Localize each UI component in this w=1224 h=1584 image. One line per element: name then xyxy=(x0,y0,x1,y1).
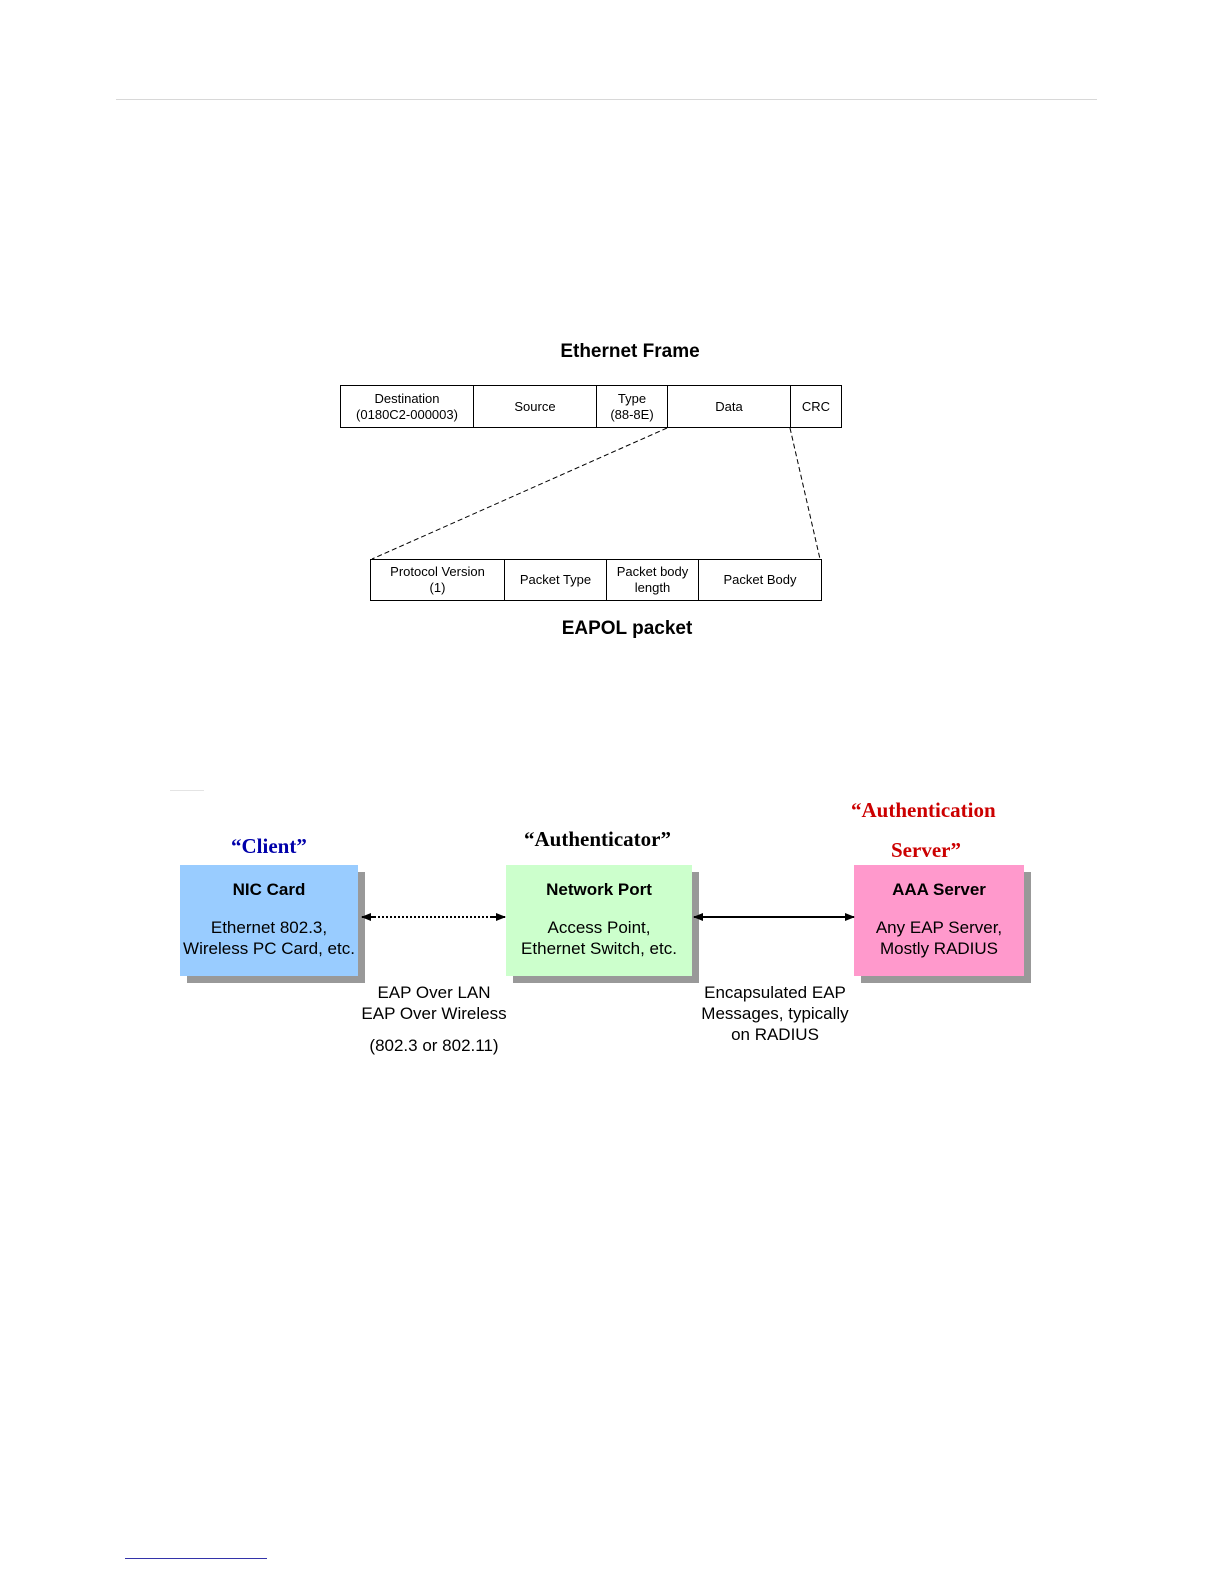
role-client: “Client” xyxy=(231,834,307,858)
eapol-field-protocol-version: Protocol Version (1) xyxy=(371,560,505,600)
role-authentication-server-line2: Server” xyxy=(891,838,961,862)
aaa-server-node: AAA Server Any EAP Server, Mostly RADIUS xyxy=(854,865,1024,976)
aaa-server-title: AAA Server xyxy=(892,880,986,899)
frame-field-destination: Destination (0180C2-000003) xyxy=(341,386,474,427)
radius-link-caption: Encapsulated EAP Messages, typically on … xyxy=(701,983,849,1044)
eapol-packet-title: EAPOL packet xyxy=(561,618,693,639)
footnote-rule xyxy=(125,1558,267,1559)
eapol-link-caption: EAP Over LAN EAP Over Wireless xyxy=(361,983,507,1023)
network-port-desc: Access Point, Ethernet Switch, etc. xyxy=(521,918,677,958)
nic-card-desc: Ethernet 802.3, Wireless PC Card, etc. xyxy=(183,918,355,958)
role-authentication-server-line1: “Authentication xyxy=(851,798,996,822)
frame-field-source: Source xyxy=(474,386,597,427)
eapol-field-packet-body: Packet Body xyxy=(723,572,797,587)
frame-field-crc: CRC xyxy=(801,398,831,414)
divider-mark xyxy=(170,790,204,791)
ethernet-frame-title: Ethernet Frame xyxy=(560,341,700,362)
nic-card-title: NIC Card xyxy=(232,880,306,899)
role-authenticator: “Authenticator” xyxy=(524,827,671,851)
ethernet-frame: Destination (0180C2-000003) Source Type … xyxy=(340,385,842,428)
eapol-link-caption-standards: (802.3 or 802.11) xyxy=(369,1036,499,1055)
expansion-line-left xyxy=(371,427,668,560)
network-port-title: Network Port xyxy=(546,880,652,899)
frame-field-type: Type (88-8E) xyxy=(597,386,668,427)
network-port-node: Network Port Access Point, Ethernet Swit… xyxy=(506,865,692,976)
expansion-line-right xyxy=(789,427,821,560)
eapol-packet: Protocol Version (1) Packet Type Packet … xyxy=(370,559,822,601)
frame-field-data: Data xyxy=(668,386,791,427)
aaa-server-desc: Any EAP Server, Mostly RADIUS xyxy=(875,918,1003,958)
header-rule xyxy=(116,99,1097,100)
eapol-field-packet-body-length: Packet body length xyxy=(607,560,699,600)
nic-card-node: NIC Card Ethernet 802.3, Wireless PC Car… xyxy=(180,865,358,976)
eapol-field-packet-type: Packet Type xyxy=(505,560,607,600)
